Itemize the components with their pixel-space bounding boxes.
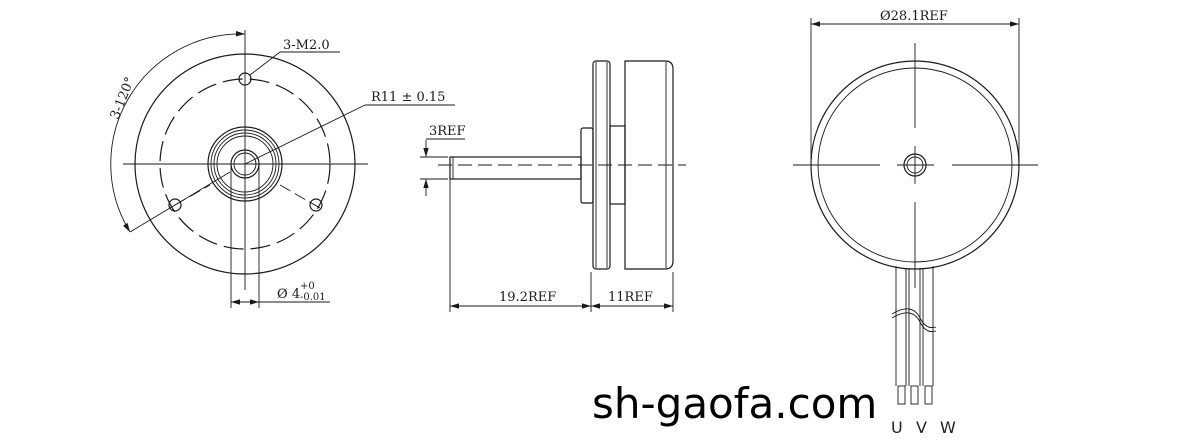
wire-bundle [891, 266, 937, 405]
body-length: 11REF [608, 290, 653, 305]
wire-label-v: V [916, 418, 927, 437]
side-view: 3REF 19.2REF 11REF [420, 60, 686, 312]
angle-callout: 3-120° [108, 75, 138, 121]
radius-callout: R11 ± 0.15 [371, 90, 445, 105]
outer-diameter: Ø28.1REF [880, 9, 948, 24]
watermark: sh-gaofa.com [592, 379, 877, 428]
wire-label-w: W [940, 418, 956, 437]
wire-label-u: U [891, 418, 903, 437]
shaft-dia-symbol: Ø 4 [277, 287, 300, 302]
front-view: 3-M2.0 R11 ± 0.15 3-120° Ø 4 +0 -0.01 [108, 30, 455, 308]
shaft-dia-lower-tol: -0.01 [300, 292, 326, 303]
shaft-dia-ref: 3REF [429, 124, 466, 139]
shaft-dia-upper-tol: +0 [300, 281, 315, 292]
rear-view: Ø28.1REF U V W [793, 9, 1038, 437]
shaft-length: 19.2REF [499, 290, 556, 305]
hole-callout: 3-M2.0 [283, 38, 330, 53]
